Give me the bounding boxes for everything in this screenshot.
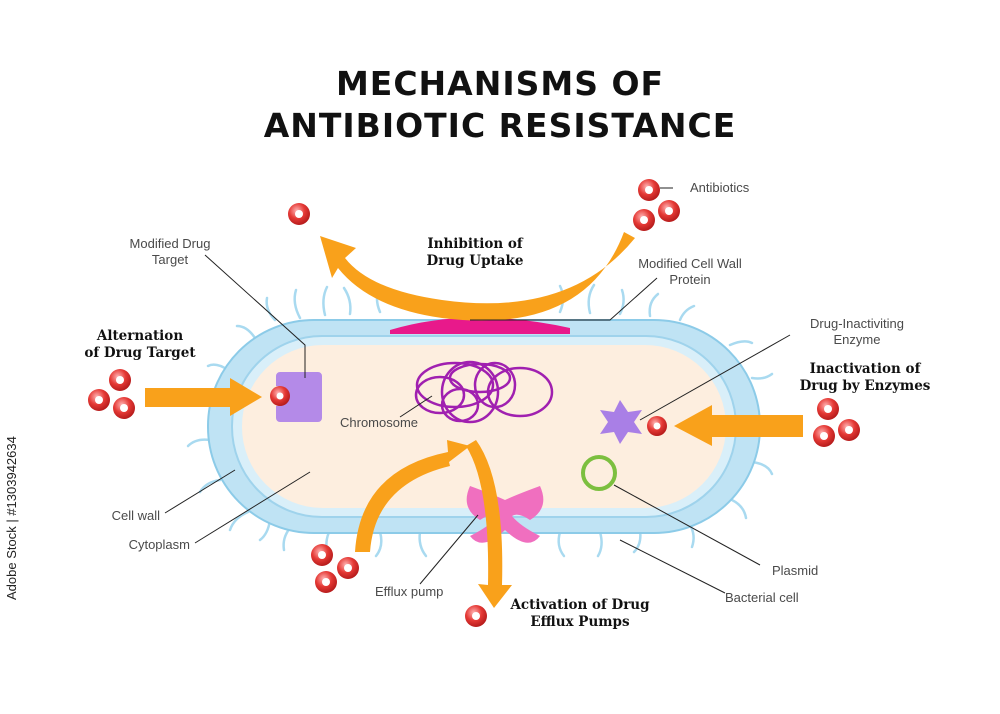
antibiotic-pill bbox=[638, 179, 660, 201]
modified-drug-target bbox=[276, 372, 322, 422]
antibiotic-pill bbox=[838, 419, 860, 441]
label-modified-drug-target: Modified Drug Target bbox=[129, 236, 211, 267]
arrow-inhibition-uptake bbox=[320, 232, 635, 321]
label-efflux-pump: Efflux pump bbox=[375, 584, 444, 599]
antibiotic-pill bbox=[633, 209, 655, 231]
arrow-efflux-in bbox=[355, 440, 470, 552]
antibiotic-pill bbox=[465, 605, 487, 627]
antibiotic-pill bbox=[270, 386, 290, 406]
label-plasmid: Plasmid bbox=[772, 563, 819, 578]
antibiotic-pill bbox=[88, 389, 110, 411]
label-antibiotics: Antibiotics bbox=[690, 180, 750, 195]
mechanism-inhibition-uptake: Inhibition of Drug Uptake bbox=[426, 236, 524, 269]
mechanism-inactivation-enzymes: Inactivation of Drug by Enzymes bbox=[799, 361, 931, 394]
chromosome bbox=[414, 360, 554, 424]
antibiotic-pill bbox=[817, 398, 839, 420]
antibiotic-molecules bbox=[88, 179, 860, 627]
antibiotic-pill bbox=[288, 203, 310, 225]
arrow-alternation-target bbox=[145, 378, 262, 416]
arrow-inactivation-enzymes bbox=[674, 405, 803, 446]
antibiotic-pill bbox=[813, 425, 835, 447]
plasmid bbox=[581, 455, 617, 491]
label-cell-wall: Cell wall bbox=[111, 508, 160, 523]
title-line-1: MECHANISMS OF bbox=[335, 64, 665, 103]
leader-lines bbox=[164, 187, 791, 594]
antibiotic-pill bbox=[109, 369, 131, 391]
arrow-efflux-out bbox=[466, 440, 512, 608]
antibiotic-pill bbox=[337, 557, 359, 579]
label-chromosome: Chromosome bbox=[340, 415, 419, 430]
arrows bbox=[145, 232, 803, 608]
label-cytoplasm: Cytoplasm bbox=[128, 537, 190, 552]
drug-inactivating-enzyme bbox=[600, 400, 642, 444]
modified-cell-wall-protein bbox=[390, 317, 570, 334]
label-bacterial-cell: Bacterial cell bbox=[725, 590, 799, 605]
antibiotic-pill bbox=[658, 200, 680, 222]
label-drug-inactivating-enzyme: Drug-Inactiviting Enzyme bbox=[810, 316, 904, 347]
mechanism-alternation-target: Alternation of Drug Target bbox=[84, 328, 196, 361]
antibiotic-pill bbox=[113, 397, 135, 419]
cytoplasm-area bbox=[242, 345, 726, 508]
label-modified-cell-wall-protein: Modified Cell Wall Protein bbox=[638, 256, 742, 287]
antibiotic-pill bbox=[647, 416, 667, 436]
mechanism-activation-efflux: Activation of Drug Efflux Pumps bbox=[510, 597, 650, 630]
antibiotic-pill bbox=[311, 544, 333, 566]
stock-id-watermark: Adobe Stock | #1303942634 bbox=[4, 436, 19, 600]
antibiotic-pill bbox=[315, 571, 337, 593]
title-line-2: ANTIBIOTIC RESISTANCE bbox=[263, 106, 737, 145]
